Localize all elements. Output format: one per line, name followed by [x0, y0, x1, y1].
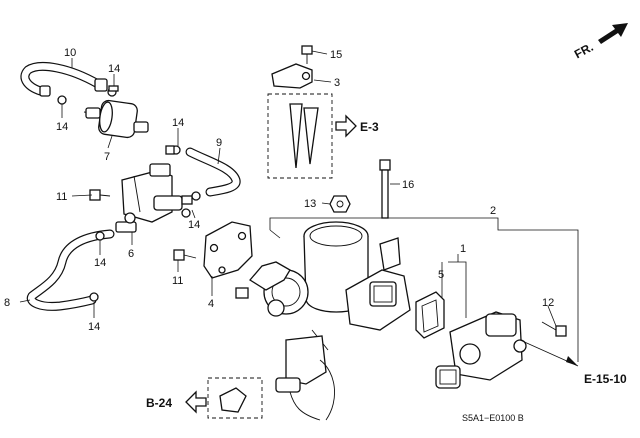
- e3-reference-box: E-3: [267, 93, 379, 179]
- idle-air-control-valve-part-1: [435, 311, 527, 389]
- callout-11-a: 11: [56, 191, 67, 203]
- callout-numbers: 10 14 14 7 14 9 11 14 6 14 8 14 11 4 15 …: [4, 47, 554, 333]
- lower-intake-assembly: [275, 335, 335, 421]
- ref-e3: E-3: [360, 120, 379, 134]
- callout-14-e: 14: [94, 257, 106, 269]
- drawing-code: S5A1−E0100 B: [462, 413, 524, 423]
- hose-part-8: [26, 229, 115, 311]
- hose-clamps-lower: [181, 191, 201, 218]
- bolt-part-15: [301, 45, 313, 64]
- callout-14-f: 14: [88, 321, 100, 333]
- purge-valve-part-6: [115, 163, 193, 233]
- callout-12: 12: [542, 297, 554, 309]
- stud-bolt-part-16: [379, 159, 391, 219]
- assembly-bracket-part-2: [269, 217, 579, 362]
- ref-e1510: E-15-10: [584, 372, 627, 386]
- callout-15: 15: [330, 49, 342, 61]
- e1510-reference-arrow: E-15-10: [519, 339, 627, 386]
- callout-16: 16: [402, 179, 414, 191]
- nut-part-13: [329, 195, 351, 213]
- callout-1: 1: [460, 243, 466, 255]
- hose-part-9: [165, 145, 241, 197]
- ref-b24: B-24: [146, 396, 172, 410]
- callout-14-c: 14: [172, 117, 184, 129]
- b24-reference-box: B-24: [146, 377, 263, 419]
- callout-11-b: 11: [172, 275, 183, 287]
- callout-5: 5: [438, 269, 444, 281]
- front-label: FR.: [572, 40, 596, 61]
- bolt-part-12: [541, 321, 567, 337]
- callout-leader-lines: [19, 50, 557, 327]
- callout-14-d: 14: [188, 219, 200, 231]
- callout-8: 8: [4, 297, 10, 309]
- canister-part-7: [83, 99, 149, 139]
- callout-9: 9: [216, 137, 222, 149]
- front-orientation-arrow: FR.: [572, 23, 628, 61]
- hose-part-10: [20, 62, 108, 97]
- throttle-body-assembly: [235, 221, 411, 351]
- callout-10: 10: [64, 47, 76, 59]
- callout-3: 3: [334, 77, 340, 89]
- bolt-part-11-upper: [89, 189, 111, 201]
- bracket-part-4: [203, 221, 253, 279]
- gasket-part-5: [415, 291, 445, 339]
- bracket-part-3: [271, 63, 313, 89]
- callout-7: 7: [104, 151, 110, 163]
- callout-14-b: 14: [56, 121, 68, 133]
- callout-2: 2: [490, 205, 496, 217]
- callout-4: 4: [208, 298, 214, 310]
- callout-13: 13: [304, 198, 316, 210]
- bolt-part-11-lower: [173, 249, 197, 261]
- hose-clamps-upper: [57, 85, 119, 105]
- callout-14-a: 14: [108, 63, 120, 75]
- callout-6: 6: [128, 248, 134, 260]
